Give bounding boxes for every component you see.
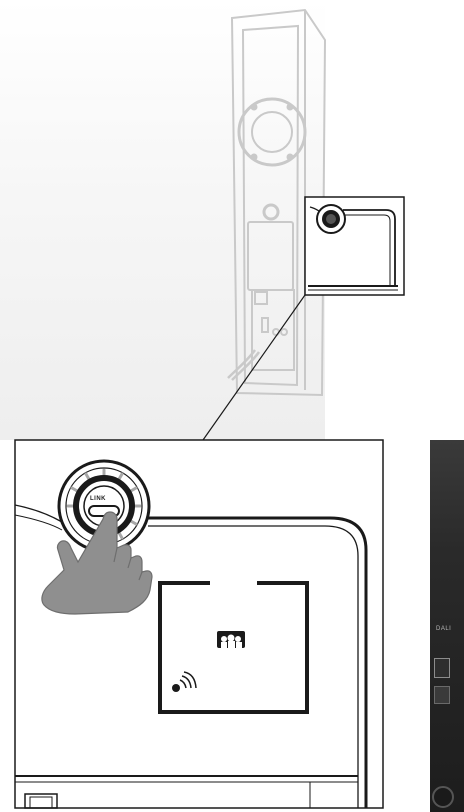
zoom-pointer-line — [203, 295, 305, 440]
photo-panel: DALI — [430, 440, 464, 812]
photo-port-secondary — [434, 686, 450, 704]
photo-port — [434, 658, 450, 678]
zoom-inset-small — [305, 197, 404, 295]
photo-label: DALI — [436, 626, 451, 632]
button-label: LINK — [90, 496, 106, 502]
stream-group-icon — [217, 631, 245, 652]
photo-jack — [432, 786, 454, 808]
